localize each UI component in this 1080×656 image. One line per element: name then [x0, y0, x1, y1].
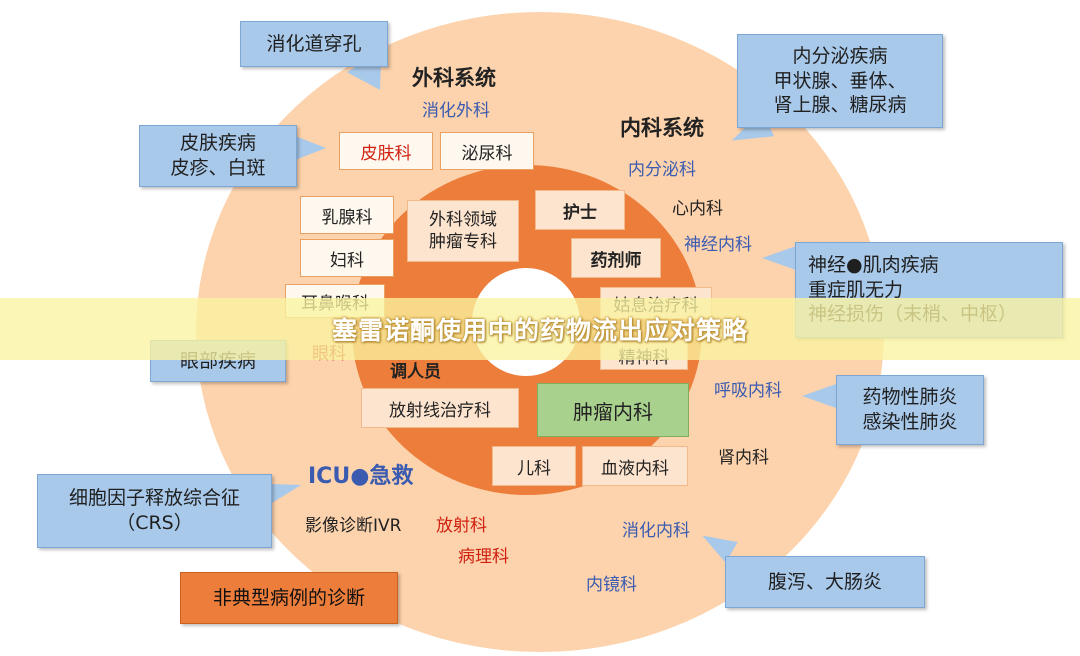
- coordinator-label: 调人员: [390, 362, 441, 382]
- neurology-label: 神经内科: [684, 235, 752, 255]
- pediatrics-box: 儿科: [492, 446, 576, 486]
- pathology-label: 病理科: [458, 547, 509, 567]
- banner-title: 塞雷诺酮使用中的药物流出应对策略: [331, 316, 748, 345]
- crs-callout-text: 细胞因子释放综合征 （CRS）: [68, 487, 240, 534]
- surgical-oncology-label: 外科领域 肿瘤专科: [429, 209, 497, 252]
- lung-callout-text: 药物性肺炎 感染性肺炎: [862, 386, 958, 433]
- oncology-box: 肿瘤内科: [537, 383, 689, 437]
- pharmacist-box: 药剂师: [571, 238, 661, 278]
- surgery-system-title: 外科系统: [412, 66, 496, 90]
- surgery-gastro-label: 消化外科: [422, 101, 490, 121]
- endocrine-callout: 内分泌疾病 甲状腺、垂体、 肾上腺、糖尿病: [737, 34, 943, 128]
- neuro-tail: [762, 246, 796, 270]
- breast-box: 乳腺科: [300, 196, 394, 234]
- imaging-label: 影像诊断IVR: [305, 516, 402, 536]
- perforation-callout: 消化道穿孔: [240, 21, 388, 67]
- icu-label: ICU●急救: [308, 464, 414, 489]
- lung-tail: [802, 384, 836, 408]
- cardiology-label: 心内科: [672, 199, 723, 219]
- title-banner: 塞雷诺酮使用中的药物流出应对策略: [0, 298, 1080, 360]
- internal-system-title: 内科系统: [620, 116, 704, 140]
- endoscopy-label: 内镜科: [586, 575, 637, 595]
- surgical-oncology-box: 外科领域 肿瘤专科: [407, 200, 519, 262]
- lung-callout: 药物性肺炎 感染性肺炎: [836, 375, 984, 445]
- dermatology-box: 皮肤科: [339, 132, 433, 170]
- skin-callout: 皮肤疾病 皮疹、白斑: [139, 125, 297, 187]
- endocrine-callout-text: 内分泌疾病 甲状腺、垂体、 肾上腺、糖尿病: [773, 44, 907, 117]
- skin-callout-text: 皮肤疾病 皮疹、白斑: [170, 132, 266, 179]
- gastro-internal-label: 消化内科: [622, 521, 690, 541]
- nurse-box: 护士: [535, 190, 625, 230]
- respiratory-label: 呼吸内科: [714, 381, 782, 401]
- diarrhea-callout: 腹泻、大肠炎: [725, 556, 925, 608]
- gynecology-box: 妇科: [300, 239, 394, 277]
- endocrinology-label: 内分泌科: [628, 160, 696, 180]
- hematology-box: 血液内科: [582, 446, 688, 486]
- radiology-label: 放射科: [436, 516, 487, 536]
- urology-box: 泌尿科: [440, 132, 534, 170]
- crs-callout: 细胞因子释放综合征 （CRS）: [37, 474, 272, 548]
- atypical-diagnosis-callout: 非典型病例的诊断: [180, 572, 398, 624]
- nephrology-label: 肾内科: [718, 448, 769, 468]
- radiotherapy-box: 放射线治疗科: [361, 388, 519, 428]
